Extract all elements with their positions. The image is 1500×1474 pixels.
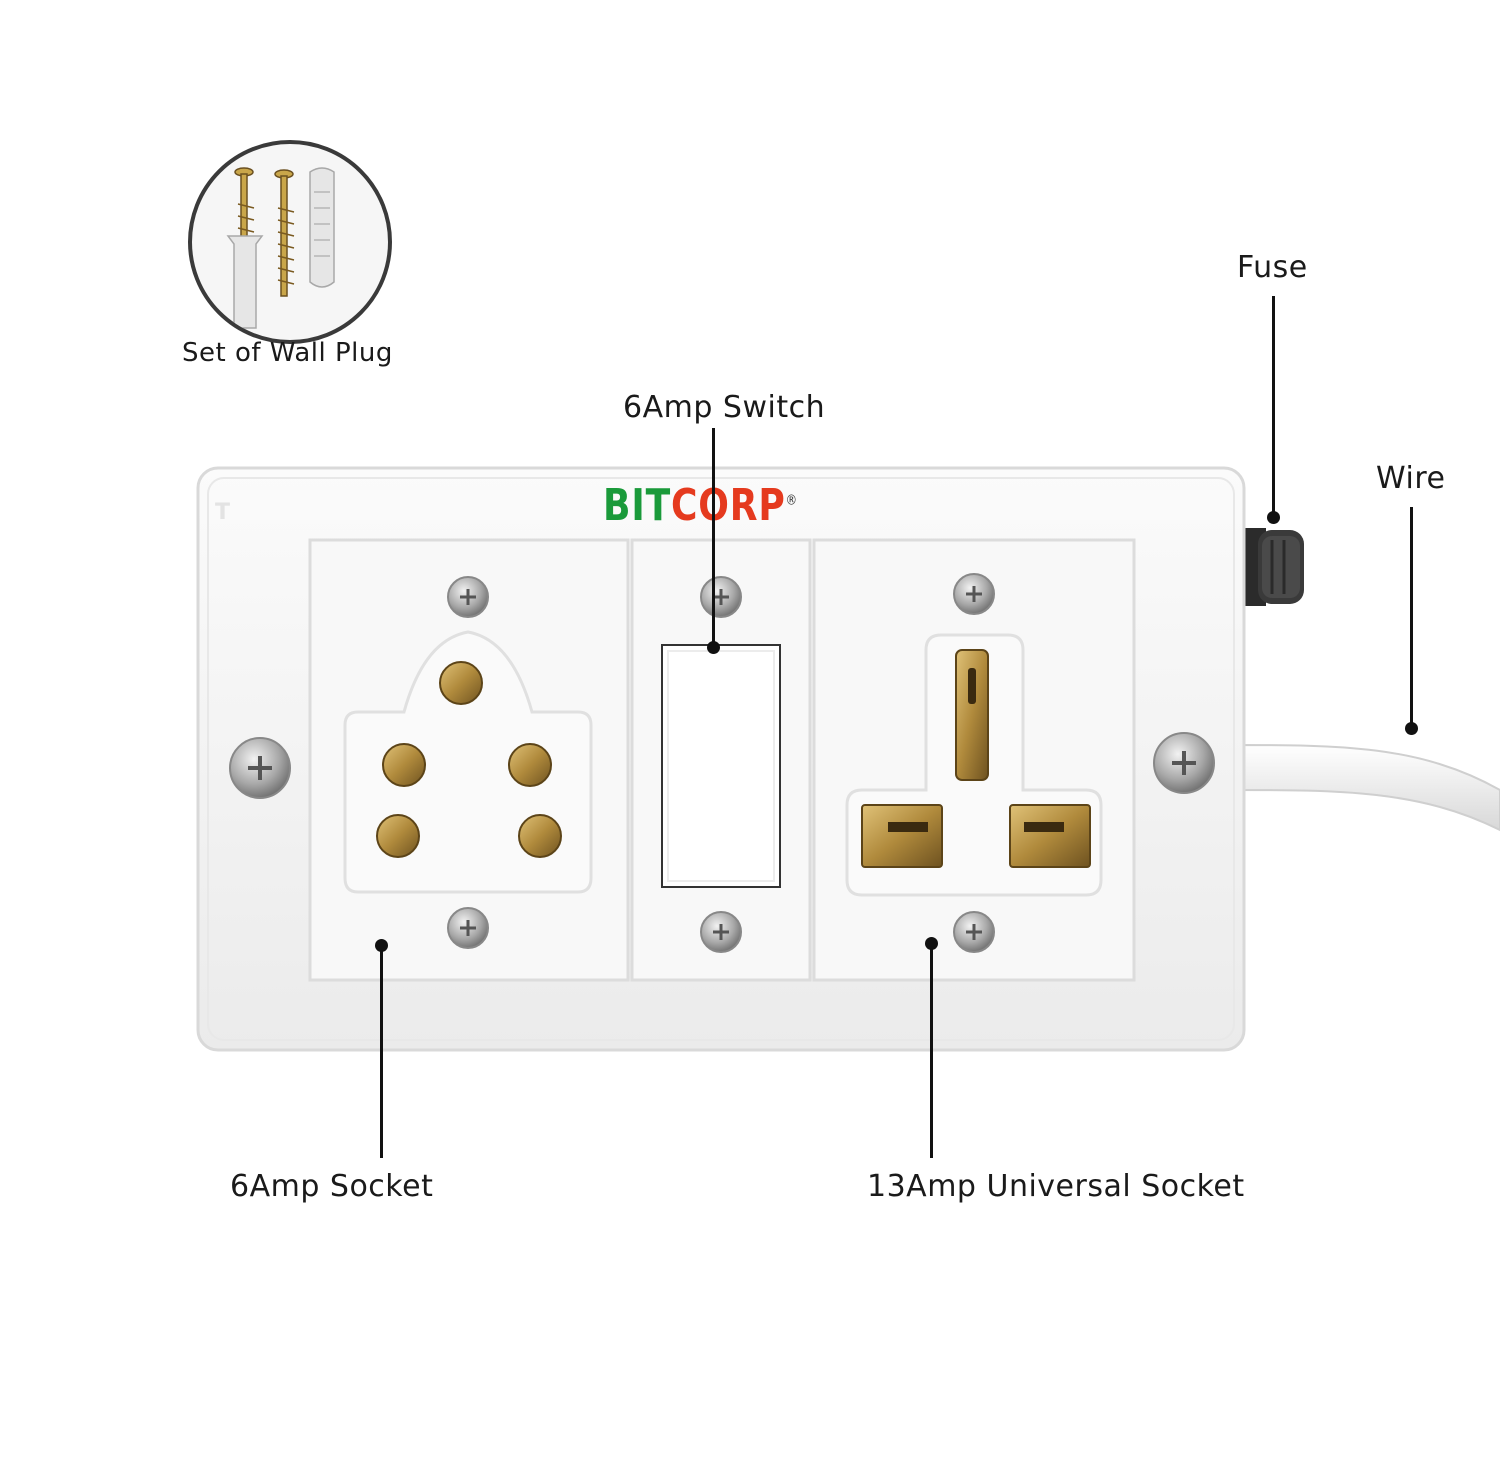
fuse-label: Fuse bbox=[1237, 250, 1308, 285]
switch-rocker bbox=[661, 644, 781, 888]
socket-13a-leader-line bbox=[930, 944, 933, 1158]
switch-label: 6Amp Switch bbox=[623, 390, 826, 425]
switch-leader-dot bbox=[707, 641, 720, 654]
fuse-leader-line bbox=[1272, 296, 1275, 518]
fuse-knob bbox=[1236, 528, 1304, 606]
socket-6a-leader-dot bbox=[375, 939, 388, 952]
brand-part2: CORP bbox=[670, 480, 786, 531]
wire-leader-line bbox=[1410, 507, 1413, 729]
wall-plug-label: Set of Wall Plug bbox=[182, 338, 393, 368]
brand-registered-mark: ® bbox=[785, 492, 798, 509]
wire-cable bbox=[1229, 743, 1500, 832]
switch-leader-line bbox=[712, 428, 715, 646]
plate-screw-right bbox=[1153, 732, 1215, 794]
plate-screw-left bbox=[229, 737, 291, 799]
plate-emboss: T bbox=[215, 500, 231, 525]
brand-logo: BITCORP® bbox=[603, 480, 798, 531]
brand-part1: BIT bbox=[603, 480, 671, 531]
socket-6a-label: 6Amp Socket bbox=[230, 1169, 434, 1204]
wall-plug-inset bbox=[188, 140, 392, 344]
screws-and-plugs-icon bbox=[226, 167, 335, 329]
wire-leader-dot bbox=[1405, 722, 1418, 735]
socket-13a-leader-dot bbox=[925, 937, 938, 950]
fuse-leader-dot bbox=[1267, 511, 1280, 524]
socket-13a-label: 13Amp Universal Socket bbox=[867, 1169, 1245, 1204]
socket-6a-leader-line bbox=[380, 946, 383, 1158]
wire-label: Wire bbox=[1376, 461, 1446, 496]
